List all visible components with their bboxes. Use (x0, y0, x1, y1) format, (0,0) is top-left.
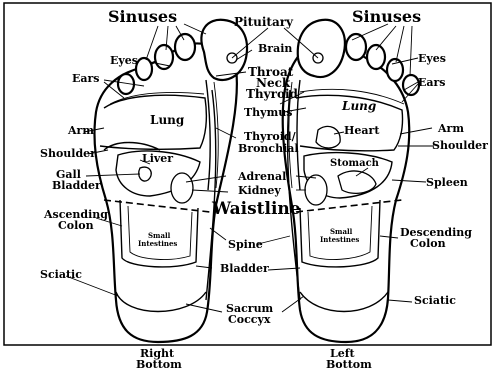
label-right-2: Bottom (136, 358, 182, 371)
label-left-2: Bottom (326, 358, 372, 371)
label-heart: Heart (344, 124, 380, 137)
label-coccyx: Coccyx (228, 313, 271, 326)
label-waistline: Waistline (211, 199, 301, 219)
label-thymus: Thymus (244, 106, 292, 119)
label-eyes-right: Eyes (418, 52, 446, 65)
label-thyroid-bronchial-2: Bronchial (238, 142, 299, 155)
label-sciatic-left: Sciatic (40, 268, 82, 281)
left-foot (283, 20, 419, 342)
right-foot (94, 20, 247, 342)
left-big-toe (298, 20, 345, 77)
label-liver: Liver (142, 152, 173, 165)
label-sciatic-right: Sciatic (414, 294, 456, 307)
label-lung-right: Lung (341, 99, 376, 113)
right-toe-2 (175, 34, 195, 60)
label-pituitary: Pituitary (234, 15, 294, 29)
label-ears-right: Ears (418, 76, 446, 89)
label-adrenal: Adrenal (237, 170, 286, 183)
right-toe-3 (155, 45, 173, 69)
right-kidney-shape (171, 173, 193, 203)
label-shoulder-right: Shoulder (432, 139, 488, 152)
label-sinuses-right: Sinuses (352, 7, 421, 26)
label-arm-left: Arm (67, 124, 94, 137)
label-stomach: Stomach (330, 158, 380, 169)
label-ascending-2: Colon (58, 219, 94, 232)
label-thyroid: Thyroid (246, 87, 299, 101)
right-toe-4 (136, 58, 152, 80)
heart-shape (316, 126, 340, 148)
label-kidney: Kidney (238, 184, 281, 197)
left-toe-3 (367, 45, 385, 69)
label-ears-left: Ears (72, 72, 100, 85)
label-eyes-left: Eyes (110, 54, 138, 67)
label-shoulder-left: Shoulder (40, 147, 96, 160)
label-spine: Spine (228, 238, 263, 251)
label-bladder: Bladder (220, 262, 269, 275)
label-lung-left: Lung (150, 113, 185, 127)
label-arm-right: Arm (437, 122, 464, 135)
gall-bladder-shape (139, 167, 152, 181)
left-kidney-shape (305, 175, 327, 205)
label-gall-2: Bladder (52, 179, 101, 192)
label-sinuses-left: Sinuses (108, 7, 177, 26)
label-small-intestines-right-2: Intestines (320, 235, 359, 244)
label-descending-2: Colon (410, 237, 446, 250)
label-brain: Brain (258, 42, 292, 55)
label-spleen: Spleen (426, 176, 468, 189)
label-small-intestines-left-2: Intestines (138, 239, 177, 248)
